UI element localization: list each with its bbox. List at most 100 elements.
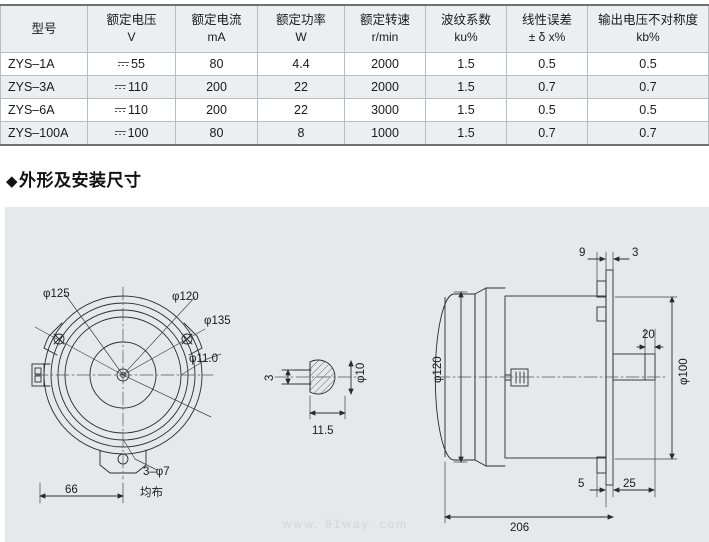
label-25: 25 — [623, 478, 636, 490]
header-title-linearity: 线性误差 — [521, 13, 572, 28]
label-flat-3: 3 — [264, 375, 276, 381]
header-unit-ripple: ku% — [454, 30, 478, 45]
cell-speed: 1000 — [344, 121, 426, 146]
label-9: 9 — [579, 247, 585, 259]
dimension-3-flat — [281, 369, 295, 385]
cell-ripple: 1.5 — [425, 52, 507, 76]
dimension-drawing-panel: φ125 φ120 φ135 φ11.0 3–φ7 均布 66 3 φ10 11… — [5, 207, 709, 542]
header-title-voltage: 额定电压 — [106, 13, 157, 28]
rear-cap — [434, 293, 476, 461]
specification-table: 型号 额定电压 V 额定电流 mA 额定功率 W 额定转速 r/min 波纹系数… — [0, 4, 709, 146]
cell-current: 80 — [175, 121, 258, 146]
cell-current: 200 — [175, 98, 258, 122]
cell-voltage: 55 — [87, 52, 176, 76]
table-body: ZYS–1A 55 80 4.4 2000 1.5 0.5 0.5 ZYS–3A… — [0, 52, 709, 146]
column-header-model: 型号 — [0, 4, 88, 53]
terminal-box — [31, 363, 51, 387]
leader-lines — [34, 293, 222, 471]
label-phi100: φ100 — [678, 358, 690, 385]
table-row: ZYS–100A 100 80 8 1000 1.5 0.7 0.7 — [0, 121, 709, 146]
output-shaft — [612, 353, 656, 381]
technical-drawing-svg: φ125 φ120 φ135 φ11.0 3–φ7 均布 66 3 φ10 11… — [31, 247, 690, 534]
header-unit-linearity: ± δ x% — [528, 30, 566, 45]
cell-ripple: 1.5 — [425, 98, 507, 122]
cell-voltage: 110 — [87, 75, 176, 99]
dc-current-icon — [118, 60, 130, 69]
label-206: 206 — [510, 522, 529, 534]
cell-power: 22 — [257, 98, 345, 122]
cell-power: 22 — [257, 75, 345, 99]
header-title-ripple: 波纹系数 — [440, 13, 491, 28]
header-unit-voltage: V — [127, 30, 136, 45]
label-phi135: φ135 — [204, 315, 231, 327]
section-heading: ◆外形及安装尺寸 — [6, 166, 142, 191]
cell-speed: 2000 — [344, 52, 426, 76]
column-header-linearity: 线性误差 ± δ x% — [506, 4, 588, 53]
cell-current: 200 — [175, 75, 258, 99]
lug-upper-right — [183, 322, 203, 356]
dimension-9-3 — [587, 251, 630, 286]
cell-voltage-value: 55 — [131, 57, 145, 71]
table-header-row: 型号 额定电压 V 额定电流 mA 额定功率 W 额定转速 r/min 波纹系数… — [0, 4, 709, 53]
header-unit-current: mA — [207, 30, 226, 45]
mounting-holes — [53, 333, 193, 465]
cell-speed: 2000 — [344, 75, 426, 99]
cell-asymmetry: 0.7 — [587, 121, 709, 146]
dimension-206 — [444, 461, 614, 524]
side-view-group — [434, 251, 678, 524]
table-row: ZYS–1A 55 80 4.4 2000 1.5 0.5 0.5 — [0, 52, 709, 76]
label-phi120-side: φ120 — [432, 356, 444, 383]
header-title-power: 额定功率 — [275, 13, 326, 28]
cell-linearity: 0.7 — [506, 75, 588, 99]
watermark: www. 91way. com — [283, 517, 409, 531]
cell-voltage: 110 — [87, 98, 176, 122]
column-header-current: 额定电流 mA — [175, 4, 258, 53]
label-junbu: 均布 — [140, 486, 163, 499]
center-lines — [34, 286, 214, 480]
dimension-20 — [636, 328, 664, 358]
label-5: 5 — [578, 478, 584, 490]
label-phi11: φ11.0 — [189, 353, 218, 365]
lug-upper-left — [43, 322, 63, 356]
header-title-speed: 额定转速 — [359, 13, 410, 28]
cell-model: ZYS–100A — [0, 121, 88, 146]
cell-asymmetry: 0.7 — [587, 75, 709, 99]
label-phi125: φ125 — [43, 288, 70, 300]
cell-voltage-value: 110 — [128, 80, 148, 94]
cell-power: 8 — [257, 121, 345, 146]
cell-current: 80 — [175, 52, 258, 76]
label-66: 66 — [65, 484, 78, 496]
cell-power: 4.4 — [257, 52, 345, 76]
table-row: ZYS–6A 110 200 22 3000 1.5 0.5 0.5 — [0, 98, 709, 122]
diamond-bullet-icon: ◆ — [6, 173, 19, 190]
cell-asymmetry: 0.5 — [587, 98, 709, 122]
shaft-detail-group — [274, 359, 358, 420]
table-header: 型号 额定电压 V 额定电流 mA 额定功率 W 额定转速 r/min 波纹系数… — [0, 4, 709, 53]
cell-linearity: 0.5 — [506, 98, 588, 122]
cell-voltage: 100 — [87, 121, 176, 146]
dc-current-icon — [114, 129, 126, 138]
cell-ripple: 1.5 — [425, 121, 507, 146]
column-header-ripple: 波纹系数 ku% — [425, 4, 507, 53]
cell-linearity: 0.7 — [506, 121, 588, 146]
dc-current-icon — [115, 83, 127, 92]
label-20: 20 — [642, 329, 655, 341]
column-header-speed: 额定转速 r/min — [344, 4, 426, 53]
cell-asymmetry: 0.5 — [587, 52, 709, 76]
front-view-group — [31, 286, 222, 504]
column-header-voltage: 额定电压 V — [87, 4, 176, 53]
side-terminal-block — [504, 368, 529, 387]
header-unit-power: W — [295, 30, 307, 45]
cell-voltage-value: 110 — [128, 103, 148, 117]
table-row: ZYS–3A 110 200 22 2000 1.5 0.7 0.7 — [0, 75, 709, 99]
column-header-asymmetry: 输出电压不对称度 kb% — [587, 4, 709, 53]
mounting-flange — [605, 269, 614, 486]
header-title-model: 型号 — [31, 21, 57, 36]
cell-model: ZYS–3A — [0, 75, 88, 99]
cell-ripple: 1.5 — [425, 75, 507, 99]
dimension-11-5 — [309, 395, 346, 420]
header-unit-speed: r/min — [371, 30, 399, 45]
label-3-phi7: 3–φ7 — [143, 466, 170, 478]
header-title-current: 额定电流 — [191, 13, 242, 28]
dimension-5-25 — [589, 379, 656, 508]
